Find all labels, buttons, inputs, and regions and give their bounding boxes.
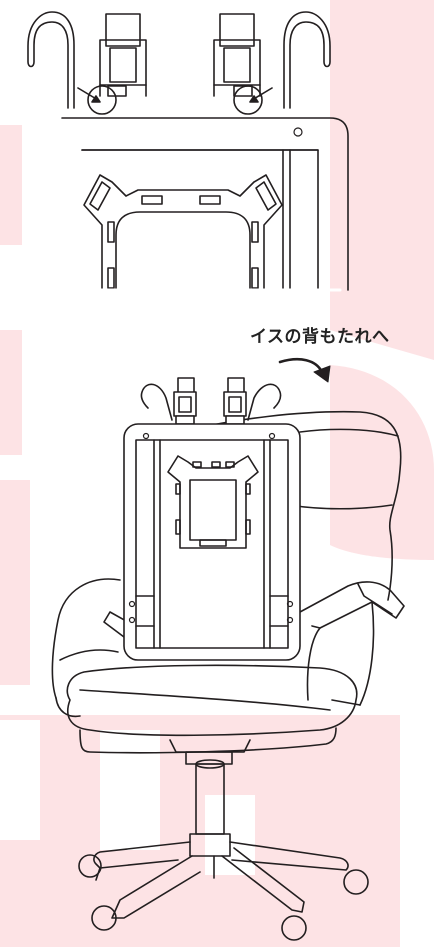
watermark-block — [330, 0, 434, 360]
caster — [281, 915, 307, 941]
watermark-block — [0, 480, 30, 685]
caster — [91, 905, 117, 931]
pointer-arrow-icon — [249, 87, 273, 103]
clip-left — [99, 13, 147, 97]
s-hook-icon — [27, 11, 75, 109]
clip-left — [173, 377, 197, 425]
curved-arrow-icon — [278, 358, 331, 383]
office-chair — [51, 410, 405, 941]
watermark-block — [0, 715, 400, 947]
holder-bracket — [167, 455, 259, 549]
watermark-block — [0, 330, 22, 455]
pointer-arrow-icon — [77, 87, 101, 103]
callout-circle — [233, 85, 263, 115]
mount-board — [123, 377, 301, 661]
watermark-block — [330, 365, 434, 560]
s-hook-icon — [283, 11, 331, 109]
caster — [78, 854, 102, 878]
s-hook-icon — [247, 383, 282, 421]
watermark-block — [0, 125, 22, 245]
holder-bracket — [83, 174, 283, 291]
callout-circle — [87, 85, 117, 115]
clip-right — [223, 377, 247, 425]
frame-edge — [61, 117, 349, 291]
s-hook-icon — [140, 383, 173, 421]
instruction-caption: イスの背もたれへ — [250, 327, 390, 347]
caster — [343, 869, 369, 895]
detail-view — [27, 11, 349, 292]
clip-right — [213, 13, 261, 97]
